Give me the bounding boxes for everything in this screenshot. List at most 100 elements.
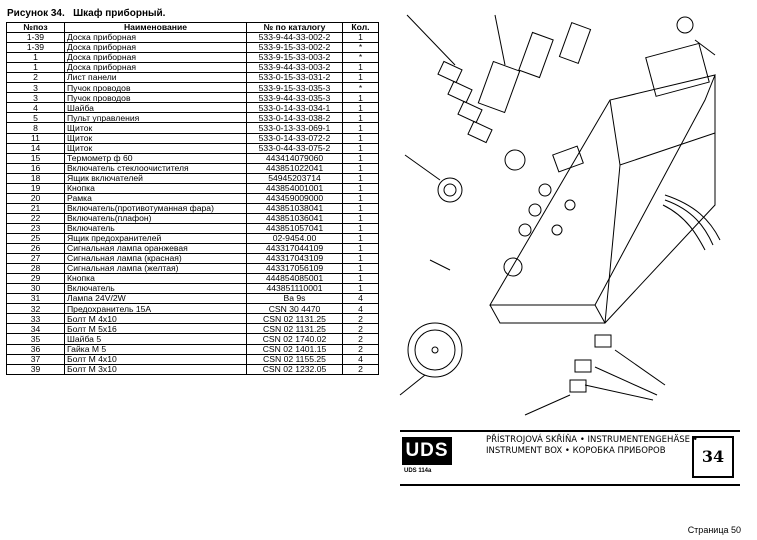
cell-catalog: 443317056109 (246, 263, 343, 275)
cell-pos: 19 (6, 182, 65, 194)
cell-pos: 1-39 (6, 32, 65, 44)
cell-pos: 14 (6, 142, 65, 154)
cell-name: Доска приборная (64, 32, 247, 44)
cell-qty: 1 (342, 263, 379, 275)
cell-name: Щиток (64, 122, 247, 134)
cell-catalog: CSN 30 4470 (246, 303, 343, 315)
cell-catalog: 533-9-44-33-003-2 (246, 62, 343, 74)
cell-name: Включатель(противотуманная фара) (64, 202, 247, 214)
cell-name: Болт М 4х10 (64, 313, 247, 325)
col-header-name: Наименование (64, 21, 247, 34)
cell-name: Щиток (64, 142, 247, 154)
cell-qty: 1 (342, 232, 379, 245)
cell-catalog: 443851022041 (246, 162, 343, 174)
cell-catalog: 533-9-15-33-035-3 (246, 82, 343, 94)
cell-name: Сигнальная лампа оранжевая (64, 243, 247, 255)
cell-name: Пучок проводов (64, 82, 247, 94)
cell-pos: 21 (6, 202, 65, 214)
cell-catalog: CSN 02 1155.25 (246, 353, 343, 365)
cell-pos: 26 (6, 243, 65, 255)
cell-pos: 3 (6, 82, 65, 94)
cell-name: Доска приборная (64, 42, 247, 54)
cell-name: Рамка (64, 192, 247, 204)
cell-name: Ящик включателей (64, 172, 247, 184)
cell-qty: * (342, 82, 379, 94)
cell-name: Гайка М 5 (64, 343, 247, 355)
cell-pos: 23 (6, 222, 65, 234)
table-header-row: №поз Наименование № по каталогу Кол. (6, 21, 379, 34)
cell-pos: 28 (6, 263, 65, 275)
cell-catalog: 443851057041 (246, 222, 343, 234)
cell-qty: 1 (342, 102, 379, 114)
cell-catalog: 533-9-15-33-003-2 (246, 52, 343, 64)
cell-pos: 1 (6, 52, 65, 64)
cell-catalog: 533-9-15-33-002-2 (246, 42, 343, 54)
cell-qty: 2 (342, 323, 379, 335)
cell-name: Пучок проводов (64, 92, 247, 104)
cell-qty: 2 (342, 343, 379, 355)
cell-pos: 35 (6, 333, 65, 345)
cell-catalog: 444854085001 (246, 273, 343, 285)
cell-name: Кнопка (64, 273, 247, 285)
cell-pos: 20 (6, 192, 65, 204)
cell-pos: 3 (6, 92, 65, 104)
cell-name: Лампа 24V/2W (64, 293, 247, 305)
caption-line-2: INSTRUMENT BOX • КОРОБКА ПРИБОРОВ (486, 446, 666, 456)
figure-number-badge: 34 (692, 436, 734, 478)
cell-pos: 30 (6, 283, 65, 295)
cell-catalog: CSN 02 1232.05 (246, 363, 343, 375)
cell-catalog: CSN 02 1740.02 (246, 333, 343, 345)
cell-catalog: 02-9454.00 (246, 232, 343, 245)
cell-name: Болт М 5х16 (64, 323, 247, 335)
cell-name: Болт М 4х10 (64, 353, 247, 365)
cell-catalog: 443459009000 (246, 192, 343, 204)
cell-catalog: CSN 02 1401.15 (246, 343, 343, 355)
cell-qty: 1 (342, 62, 379, 74)
cell-qty: 1 (342, 222, 379, 234)
cell-catalog: 54945203714 (246, 172, 343, 184)
cell-catalog: 443317043109 (246, 253, 343, 265)
cell-qty: 1 (342, 243, 379, 255)
cell-name: Лист панели (64, 72, 247, 84)
cell-pos: 8 (6, 122, 65, 134)
cell-name: Термометр ф 60 (64, 152, 247, 164)
cell-qty: 1 (342, 202, 379, 214)
cell-catalog: 443854001001 (246, 182, 343, 194)
cell-pos: 33 (6, 313, 65, 325)
cell-catalog: 533-0-14-33-034-1 (246, 102, 343, 114)
cell-qty: 4 (342, 293, 379, 305)
cell-pos: 29 (6, 273, 65, 285)
cell-qty: 1 (342, 122, 379, 134)
cell-name: Включатель (64, 283, 247, 295)
cell-catalog: Ba 9s (246, 293, 343, 305)
cell-catalog: CSN 02 1131.25 (246, 313, 343, 325)
cell-qty: 1 (342, 162, 379, 174)
cell-name: Доска приборная (64, 52, 247, 64)
cell-catalog: CSN 02 1131.25 (246, 323, 343, 335)
instrument-box-banner: UDS UDS 114a PŘÍSTROJOVÁ SKŘÍŇA • INSTRU… (400, 430, 740, 486)
cell-name: Включатель стеклоочистителя (64, 162, 247, 174)
cell-pos: 32 (6, 303, 65, 315)
cell-name: Предохранитель 15А (64, 303, 247, 315)
cell-pos: 16 (6, 162, 65, 174)
